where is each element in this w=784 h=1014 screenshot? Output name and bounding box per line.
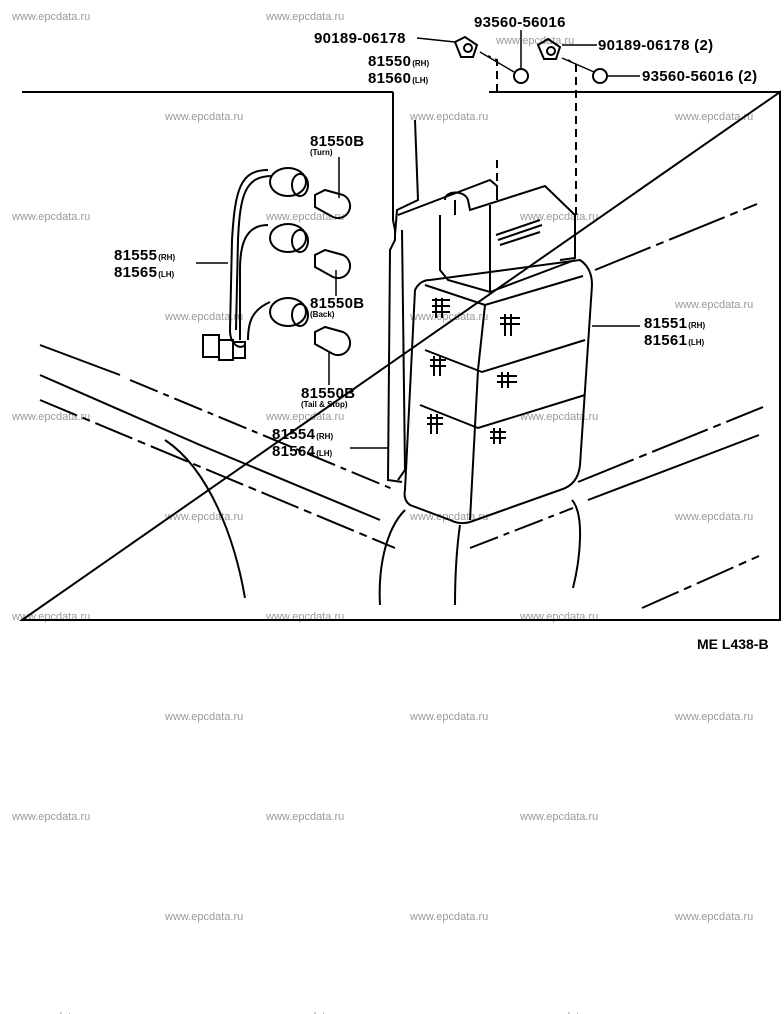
bulb-tail-icon (314, 325, 352, 357)
part-number-lh: 81565 (114, 264, 158, 281)
bulb-back-icon (314, 248, 352, 280)
part-label-clip-right: 90189-06178 (2) (598, 37, 714, 54)
watermark-text: www.epcdata.ru (675, 711, 754, 723)
side-rh: (RH) (316, 432, 334, 441)
gasket-outline (386, 92, 498, 483)
watermark-text: www.epcdata.ru (165, 711, 244, 723)
watermark-text: www.epcdata.ru (520, 411, 599, 423)
screw-right-icon (592, 68, 608, 84)
part-label-lens: 81551(RH) 81561(LH) (644, 316, 705, 349)
screw-top-icon (513, 68, 529, 84)
side-rh: (RH) (688, 321, 706, 330)
watermark-text: www.epcdata.ru (165, 111, 244, 123)
watermark-text: www.epcdata.ru (410, 911, 489, 923)
clip-left-icon (453, 35, 479, 58)
clip-right-icon (536, 37, 562, 60)
watermark-text: www.epcdata.ru (165, 311, 244, 323)
watermark-text: www.epcdata.ru (12, 11, 91, 23)
lamp-housing (439, 184, 576, 294)
side-lh: (LH) (316, 449, 333, 458)
part-number-rh: 81551 (644, 315, 688, 332)
watermark-text: www.epcdata.ru (410, 711, 489, 723)
watermark-text: www.epcdata.ru (675, 111, 754, 123)
watermark-text: www.epcdata.ru (165, 911, 244, 923)
part-note: (Back) (310, 310, 335, 319)
socket-wire-harness (202, 167, 309, 361)
part-label-bulb-turn: 81550B (Turn) (310, 134, 364, 157)
watermark-text: www.epcdata.ru (266, 211, 345, 223)
part-number-rh: 81555 (114, 247, 158, 264)
part-label-gasket: 81554(RH) 81564(LH) (272, 427, 333, 460)
watermark-text: www.epcdata.ru (410, 111, 489, 123)
part-number: 81550B (301, 385, 356, 402)
part-number-lh: 81561 (644, 332, 688, 349)
part-label-bulb-back: 81550B (Back) (310, 296, 364, 319)
side-lh: (LH) (158, 270, 175, 279)
part-label-screw-right: 93560-56016 (2) (642, 68, 758, 85)
part-note: (Turn) (310, 148, 333, 157)
watermark-text: www.epcdata.ru (675, 511, 754, 523)
watermark-text: www.epcdata.ru (12, 1011, 90, 1014)
leader-lines (196, 30, 640, 449)
watermark-text: www.epcdata.ru (675, 911, 754, 923)
part-number-rh: 81554 (272, 426, 316, 443)
part-label-screw-top: 93560-56016 (474, 14, 566, 31)
side-lh: (LH) (688, 338, 705, 347)
watermark-text: www.epcdata.ru (410, 311, 489, 323)
watermark-text: www.epcdata.ru (266, 1011, 344, 1014)
part-number: 81550B (310, 133, 365, 150)
side-lh: (LH) (412, 76, 429, 85)
watermark-text: www.epcdata.ru (520, 811, 599, 823)
part-number-lh: 81564 (272, 443, 316, 460)
lamp-lens (403, 258, 594, 525)
watermark-text: www.epcdata.ru (266, 411, 345, 423)
part-label-bulb-tail: 81550B (Tail & Stop) (301, 386, 355, 409)
figure-code: ME L438-B (697, 636, 769, 652)
car-body-lines (39, 203, 764, 609)
bulb-turn-icon (314, 188, 352, 220)
watermark-text: www.epcdata.ru (410, 511, 489, 523)
part-note: (Tail & Stop) (301, 400, 348, 409)
part-label-clip-left: 90189-06178 (314, 30, 406, 47)
part-number-lh: 81560 (368, 70, 412, 87)
part-number-rh: 81550 (368, 53, 412, 70)
side-rh: (RH) (158, 253, 176, 262)
watermark-text: www.epcdata.ru (12, 411, 91, 423)
part-number: 81550B (310, 295, 365, 312)
frame-border (18, 90, 781, 621)
watermark-text: www.epcdata.ru (266, 811, 345, 823)
side-rh: (RH) (412, 59, 430, 68)
part-label-socket-wire: 81555(RH) 81565(LH) (114, 248, 175, 281)
watermark-text: www.epcdata.ru (12, 211, 91, 223)
watermark-text: www.epcdata.ru (12, 811, 91, 823)
watermark-text: www.epcdata.ru (675, 299, 754, 311)
part-label-lamp-assy: 81550(RH) 81560(LH) (368, 54, 429, 87)
watermark-text: www.epcdata.ru (520, 1011, 598, 1014)
watermark-text: www.epcdata.ru (266, 11, 345, 23)
